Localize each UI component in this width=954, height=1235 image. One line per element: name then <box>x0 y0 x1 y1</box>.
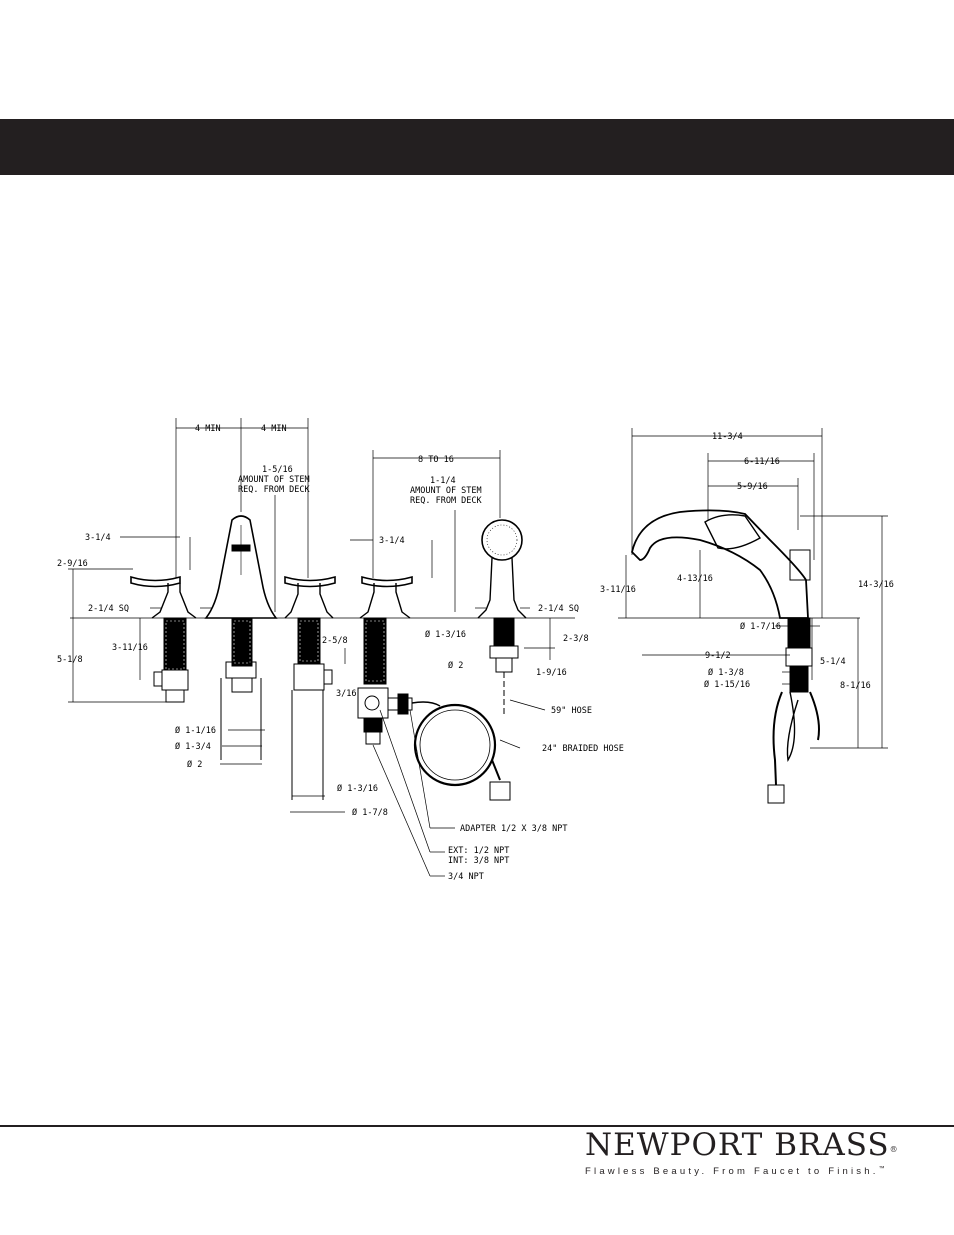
dim-11-3-4: 11-3/4 <box>712 432 743 442</box>
footer-rule <box>0 1125 954 1127</box>
dim-3-1-4-left: 3-1/4 <box>85 533 111 543</box>
header-bar <box>0 119 954 175</box>
left-handle <box>130 575 197 703</box>
center-handle <box>284 575 336 800</box>
dim-3-11-16-left: 3-11/16 <box>112 643 148 653</box>
dim-2-3-8: 2-3/8 <box>563 634 589 644</box>
brand-logo: NEWPORT BRASS® Flawless Beauty. From Fau… <box>585 1127 915 1177</box>
label-3-4-npt: 3/4 NPT <box>448 872 484 882</box>
dim-2-5-8: 2-5/8 <box>322 636 348 646</box>
spout <box>204 515 278 760</box>
dim-5-9-16: 5-9/16 <box>737 482 768 492</box>
front-dimension-lines <box>68 418 555 877</box>
dim-6-11-16: 6-11/16 <box>744 457 780 467</box>
dim-2-1-4-sq-right: 2-1/4 SQ <box>538 604 579 614</box>
dim-4min-left: 4 MIN <box>195 424 221 434</box>
dim-stem1-line2: AMOUNT OF STEM <box>238 475 310 485</box>
dim-stem2-line2: AMOUNT OF STEM <box>410 486 482 496</box>
dim-3-11-16-side: 3-11/16 <box>600 585 636 595</box>
dim-5-1-4: 5-1/4 <box>820 657 846 667</box>
dim-dia-1-3-16-bottom: Ø 1-3/16 <box>337 783 378 794</box>
dim-stem1-line3: REQ. FROM DECK <box>238 485 311 495</box>
dim-14-3-16: 14-3/16 <box>858 580 894 590</box>
braided-hose <box>411 701 511 801</box>
dim-3-1-4-right: 3-1/4 <box>379 536 405 546</box>
right-handle <box>357 575 413 745</box>
label-24-braided-hose: 24" BRAIDED HOSE <box>542 744 624 754</box>
dim-5-1-8: 5-1/8 <box>57 655 83 665</box>
dim-dia-1-1-16: Ø 1-1/16 <box>175 725 216 736</box>
label-59-hose: 59" HOSE <box>551 706 592 716</box>
dim-3-16: 3/16 <box>336 689 356 699</box>
trademark-mark: ™ <box>878 1166 885 1172</box>
dim-dia-1-15-16: Ø 1-15/16 <box>704 679 750 690</box>
dim-dia-2-shower: Ø 2 <box>448 660 463 671</box>
registered-mark: ® <box>889 1145 899 1154</box>
front-labels: 4 MIN 4 MIN 1-5/16 AMOUNT OF STEM REQ. F… <box>57 424 624 882</box>
dim-9-1-2: 9-1/2 <box>705 651 731 661</box>
brand-name: NEWPORT BRASS® <box>585 1127 899 1163</box>
dim-8-1-16: 8-1/16 <box>840 681 871 691</box>
dim-8-to-16: 8 TO 16 <box>418 455 454 465</box>
dim-stem2-line3: REQ. FROM DECK <box>410 496 483 506</box>
label-adapter: ADAPTER 1/2 X 3/8 NPT <box>460 824 567 834</box>
label-ext-npt: EXT: 1/2 NPT <box>448 846 509 856</box>
label-int-npt: INT: 3/8 NPT <box>448 856 509 866</box>
dim-2-1-4-sq-left: 2-1/4 SQ <box>88 604 129 614</box>
dim-1-9-16: 1-9/16 <box>536 668 567 678</box>
dim-dia-1-3-8: Ø 1-3/8 <box>708 667 744 678</box>
dim-dia-1-7-8: Ø 1-7/8 <box>352 807 388 818</box>
dim-4-13-16: 4-13/16 <box>677 574 713 584</box>
dim-dia-1-7-16: Ø 1-7/16 <box>740 621 781 632</box>
hand-shower <box>477 519 527 715</box>
dim-dia-1-3-4: Ø 1-3/4 <box>175 741 211 752</box>
dim-2-9-16: 2-9/16 <box>57 559 88 569</box>
dim-4min-right: 4 MIN <box>261 424 287 434</box>
dim-dia-2-bottom: Ø 2 <box>187 759 202 770</box>
side-dimension-lines <box>625 428 888 749</box>
dim-stem1-line1: 1-5/16 <box>262 465 293 475</box>
dim-dia-1-3-16-shower: Ø 1-3/16 <box>425 629 466 640</box>
dim-stem2-line1: 1-1/4 <box>430 476 456 486</box>
side-labels: 11-3/4 6-11/16 5-9/16 3-11/16 4-13/16 14… <box>600 432 894 691</box>
side-view-faucet <box>631 509 820 804</box>
brand-tagline: Flawless Beauty. From Faucet to Finish.™ <box>585 1166 885 1177</box>
